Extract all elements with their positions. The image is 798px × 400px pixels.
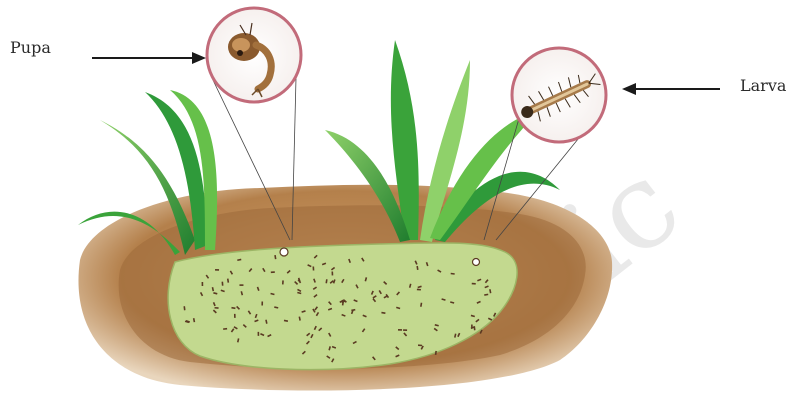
pupa-label: Pupa: [10, 40, 51, 56]
larva-speck: [261, 302, 263, 306]
larva-speck: [239, 284, 243, 286]
pupa-zoom-circle: [207, 8, 301, 102]
larva-zoom-circle: [512, 48, 606, 142]
larva-speck: [282, 280, 284, 284]
larva-speck: [271, 271, 275, 273]
larva-speck: [258, 332, 260, 336]
larva-speck: [398, 329, 402, 331]
larva-speck: [234, 314, 236, 318]
larva-speck: [331, 271, 333, 275]
larva-speck: [472, 283, 476, 285]
larva-speck: [202, 282, 204, 286]
larva-speck: [312, 266, 314, 270]
larva-speck: [403, 329, 407, 331]
larva-label: Larva: [740, 78, 786, 94]
larva-speck: [215, 269, 219, 271]
arrow-right-icon: [92, 52, 206, 64]
arrow-left-icon: [622, 83, 720, 95]
